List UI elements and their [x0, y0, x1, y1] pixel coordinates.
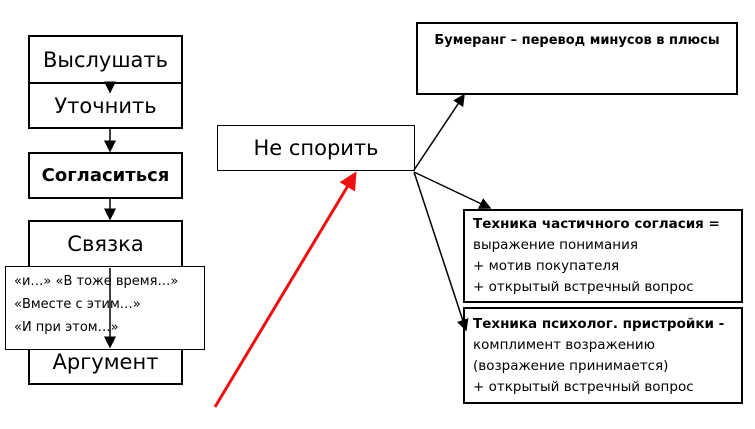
- partial-title: Техника частичного согласия =: [473, 216, 720, 232]
- step-argument-label: Аргумент: [52, 349, 159, 374]
- partial-line: выражение понимания: [473, 237, 638, 253]
- center-no-arguing: Не спорить: [217, 125, 415, 171]
- partial-line: + открытый встречный вопрос: [473, 279, 694, 295]
- psych-title: Техника психолог. пристройки -: [473, 316, 725, 332]
- step-clarify-label: Уточнить: [54, 93, 157, 118]
- boomerang-title: Бумеранг – перевод минусов в плюсы: [434, 33, 720, 48]
- step-listen: Выслушать: [28, 35, 183, 84]
- psych-line: + открытый встречный вопрос: [473, 379, 694, 395]
- red-accent-arrow: [213, 171, 357, 408]
- arrow-to-partial: [413, 171, 492, 209]
- step-agree-label: Согласиться: [41, 165, 170, 186]
- technique-boomerang: Бумеранг – перевод минусов в плюсы: [416, 22, 738, 95]
- step-link: Связка: [28, 220, 183, 268]
- step-listen-label: Выслушать: [42, 47, 169, 72]
- arrow-to-boomerang: [413, 93, 465, 171]
- step-link-label: Связка: [67, 232, 144, 256]
- link-phrase: «Вместе с этим…»: [14, 297, 141, 312]
- arrow-to-psych: [413, 171, 469, 332]
- link-phrase: «И при этом…»: [14, 320, 119, 335]
- step-clarify: Уточнить: [28, 82, 183, 129]
- psych-line: (возражение принимается): [473, 358, 669, 374]
- link-phrase: «и…» «В тоже время…»: [14, 274, 179, 289]
- center-label: Не спорить: [253, 136, 379, 160]
- technique-partial-agreement: Техника частичного согласия = выражение …: [463, 209, 743, 303]
- link-phrases-box: «и…» «В тоже время…» «Вместе с этим…» «И…: [5, 266, 205, 350]
- partial-line: + мотив покупателя: [473, 258, 620, 274]
- technique-psych-adjustment: Техника психолог. пристройки - комплимен…: [463, 307, 743, 404]
- psych-line: комплимент возражению: [473, 337, 655, 353]
- step-agree: Согласиться: [28, 152, 183, 199]
